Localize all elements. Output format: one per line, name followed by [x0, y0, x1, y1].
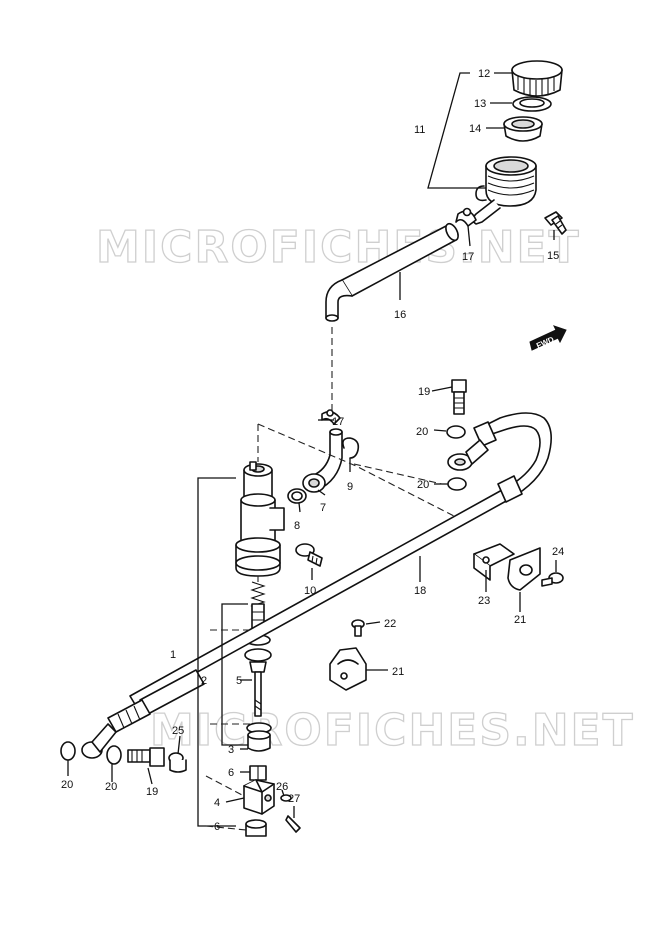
callout-6-upper: 6	[228, 767, 234, 779]
group-bracket-11	[427, 72, 486, 189]
washer-upper-1	[446, 425, 466, 439]
callout-15: 15	[547, 250, 559, 262]
callout-17-upper: 17	[462, 251, 474, 263]
banjo-bolt-upper	[451, 379, 467, 415]
callout-4: 4	[214, 797, 220, 809]
callout-8: 8	[294, 520, 300, 532]
diaphragm	[503, 116, 543, 142]
callout-20-b: 20	[417, 479, 429, 491]
callout-6-lower: 6	[214, 821, 220, 833]
callout-9: 9	[347, 481, 353, 493]
hose-guide-lower	[329, 647, 367, 691]
callout-2: 2	[201, 675, 207, 687]
callout-23: 23	[478, 595, 490, 607]
diaphragm-plate	[512, 96, 552, 112]
washer-lower-1	[60, 741, 76, 761]
washer-upper-2	[447, 477, 467, 491]
callout-1: 1	[170, 649, 176, 661]
reservoir-cap	[511, 60, 563, 97]
callout-14: 14	[469, 123, 481, 135]
group-bracket-2	[221, 603, 248, 746]
callout-24: 24	[552, 546, 564, 558]
callout-21-lower: 21	[392, 666, 404, 678]
callout-20-a: 20	[416, 426, 428, 438]
callout-25: 25	[172, 725, 184, 737]
reservoir-assembly	[455, 60, 567, 235]
callout-17-lower: 17	[332, 416, 344, 428]
callout-3: 3	[228, 744, 234, 756]
callout-19-upper: 19	[418, 386, 430, 398]
forward-direction-badge: FWD	[529, 325, 567, 351]
reservoir-hose	[325, 222, 459, 322]
fwd-label: FWD	[535, 335, 556, 351]
callout-12: 12	[478, 68, 490, 80]
group-bracket-1	[197, 477, 236, 827]
callout-26: 26	[276, 781, 288, 793]
brake-hose	[81, 412, 552, 759]
callouts: 12 13 14 11 15 17 16 19 20 20 17 9 7 8 1…	[61, 68, 564, 833]
reservoir-screw	[544, 211, 567, 235]
callout-20-d: 20	[105, 781, 117, 793]
callout-10: 10	[304, 585, 316, 597]
callout-18: 18	[414, 585, 426, 597]
callout-5: 5	[236, 675, 242, 687]
master-cylinder-body	[235, 461, 285, 577]
hose-clamp-upper	[455, 207, 477, 227]
callout-16: 16	[394, 309, 406, 321]
watermark-top: MICROFICHES.NET	[96, 222, 581, 273]
callout-11: 11	[414, 124, 425, 136]
callout-20-c: 20	[61, 779, 73, 791]
watermark-bottom: MICROFICHES.NET	[150, 705, 635, 756]
mounting-screw	[295, 543, 323, 567]
screw-24	[541, 572, 564, 587]
screw-22	[351, 619, 365, 637]
hose-fitting	[287, 409, 360, 504]
callout-21-right: 21	[514, 614, 526, 626]
washer-lower-2	[106, 745, 122, 765]
callout-19-lower: 19	[146, 786, 158, 798]
pivot-pin	[168, 752, 187, 773]
callout-13: 13	[474, 98, 486, 110]
callout-22: 22	[384, 618, 396, 630]
callout-7: 7	[320, 502, 326, 514]
hose-guide-right	[473, 543, 541, 591]
banjo-bolt-lower	[127, 747, 165, 767]
callout-27: 27	[288, 793, 300, 805]
reservoir-body	[472, 156, 537, 225]
